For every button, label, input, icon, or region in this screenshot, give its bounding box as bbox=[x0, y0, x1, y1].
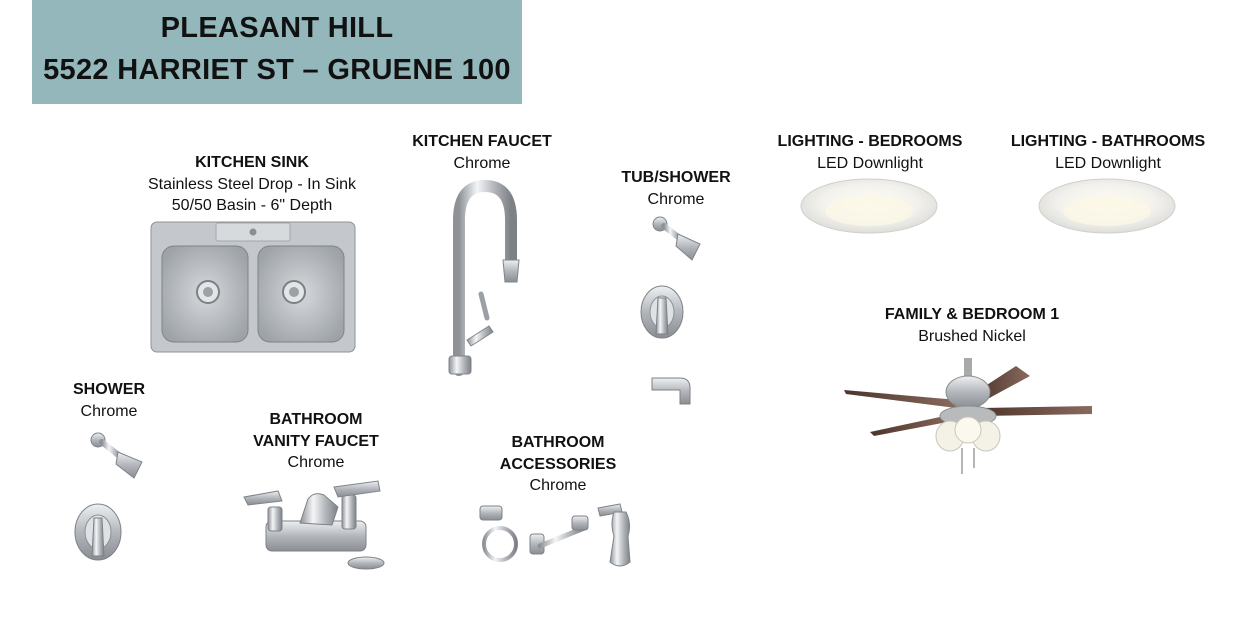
toilet-lever-image bbox=[597, 503, 631, 567]
family-bedroom-title: FAMILY & BEDROOM 1 bbox=[884, 306, 1060, 323]
toilet-paper-holder-image bbox=[529, 515, 589, 555]
header-banner: PLEASANT HILL 5522 HARRIET ST – GRUENE 1… bbox=[32, 0, 522, 104]
bedroom-downlight-image bbox=[800, 178, 938, 234]
vanity-faucet-label: BATHROOM VANITY FAUCET Chrome bbox=[238, 409, 394, 474]
vanity-faucet-title1: BATHROOM bbox=[269, 411, 363, 428]
kitchen-sink-title: KITCHEN SINK bbox=[195, 154, 309, 171]
tub-showerhead-image bbox=[652, 216, 701, 261]
bathroom-downlight-image bbox=[1038, 178, 1176, 234]
kitchen-sink-label: KITCHEN SINK Stainless Steel Drop - In S… bbox=[140, 152, 364, 217]
community-name: PLEASANT HILL bbox=[160, 12, 394, 44]
tub-valve-image bbox=[640, 285, 684, 339]
kitchen-faucet-title: KITCHEN FAUCET bbox=[412, 133, 552, 150]
accessories-title2: ACCESSORIES bbox=[499, 455, 617, 473]
lighting-bedrooms-title: LIGHTING - BEDROOMS bbox=[777, 133, 963, 150]
kitchen-faucet-finish: Chrome bbox=[453, 154, 511, 172]
kitchen-faucet-image bbox=[448, 180, 520, 376]
kitchen-sink-image bbox=[150, 221, 356, 353]
tub-shower-label: TUB/SHOWER Chrome bbox=[606, 167, 746, 210]
accessories-label: BATHROOM ACCESSORIES Chrome bbox=[486, 432, 630, 497]
accessories-title1: BATHROOM bbox=[511, 434, 605, 451]
towel-ring-image bbox=[479, 505, 518, 562]
address-plan: 5522 HARRIET ST – GRUENE 100 bbox=[43, 54, 511, 86]
showerhead-image bbox=[90, 432, 143, 479]
vanity-faucet-image bbox=[243, 480, 385, 570]
family-bedroom-finish: Brushed Nickel bbox=[918, 327, 1026, 345]
lighting-bedrooms-desc: LED Downlight bbox=[817, 154, 923, 172]
family-bedroom-label: FAMILY & BEDROOM 1 Brushed Nickel bbox=[870, 304, 1074, 347]
vanity-faucet-finish: Chrome bbox=[287, 454, 345, 471]
shower-label: SHOWER Chrome bbox=[56, 379, 162, 422]
vanity-faucet-title2: VANITY FAUCET bbox=[253, 432, 379, 450]
accessories-finish: Chrome bbox=[529, 477, 587, 494]
shower-title: SHOWER bbox=[73, 381, 145, 398]
lighting-bathrooms-title: LIGHTING - BATHROOMS bbox=[1010, 133, 1206, 150]
kitchen-sink-desc2: 50/50 Basin - 6" Depth bbox=[171, 197, 333, 214]
shower-valve-image bbox=[74, 503, 122, 561]
tub-shower-finish: Chrome bbox=[647, 190, 705, 208]
shower-finish: Chrome bbox=[80, 402, 138, 420]
kitchen-faucet-label: KITCHEN FAUCET Chrome bbox=[402, 131, 562, 174]
lighting-bathrooms-desc: LED Downlight bbox=[1055, 154, 1161, 172]
ceiling-fan-image bbox=[844, 358, 1092, 474]
tub-spout-image bbox=[651, 377, 691, 405]
kitchen-sink-desc1: Stainless Steel Drop - In Sink bbox=[147, 175, 357, 193]
lighting-bedrooms-label: LIGHTING - BEDROOMS LED Downlight bbox=[772, 131, 968, 174]
tub-shower-title: TUB/SHOWER bbox=[621, 169, 731, 186]
lighting-bathrooms-label: LIGHTING - BATHROOMS LED Downlight bbox=[1006, 131, 1210, 174]
